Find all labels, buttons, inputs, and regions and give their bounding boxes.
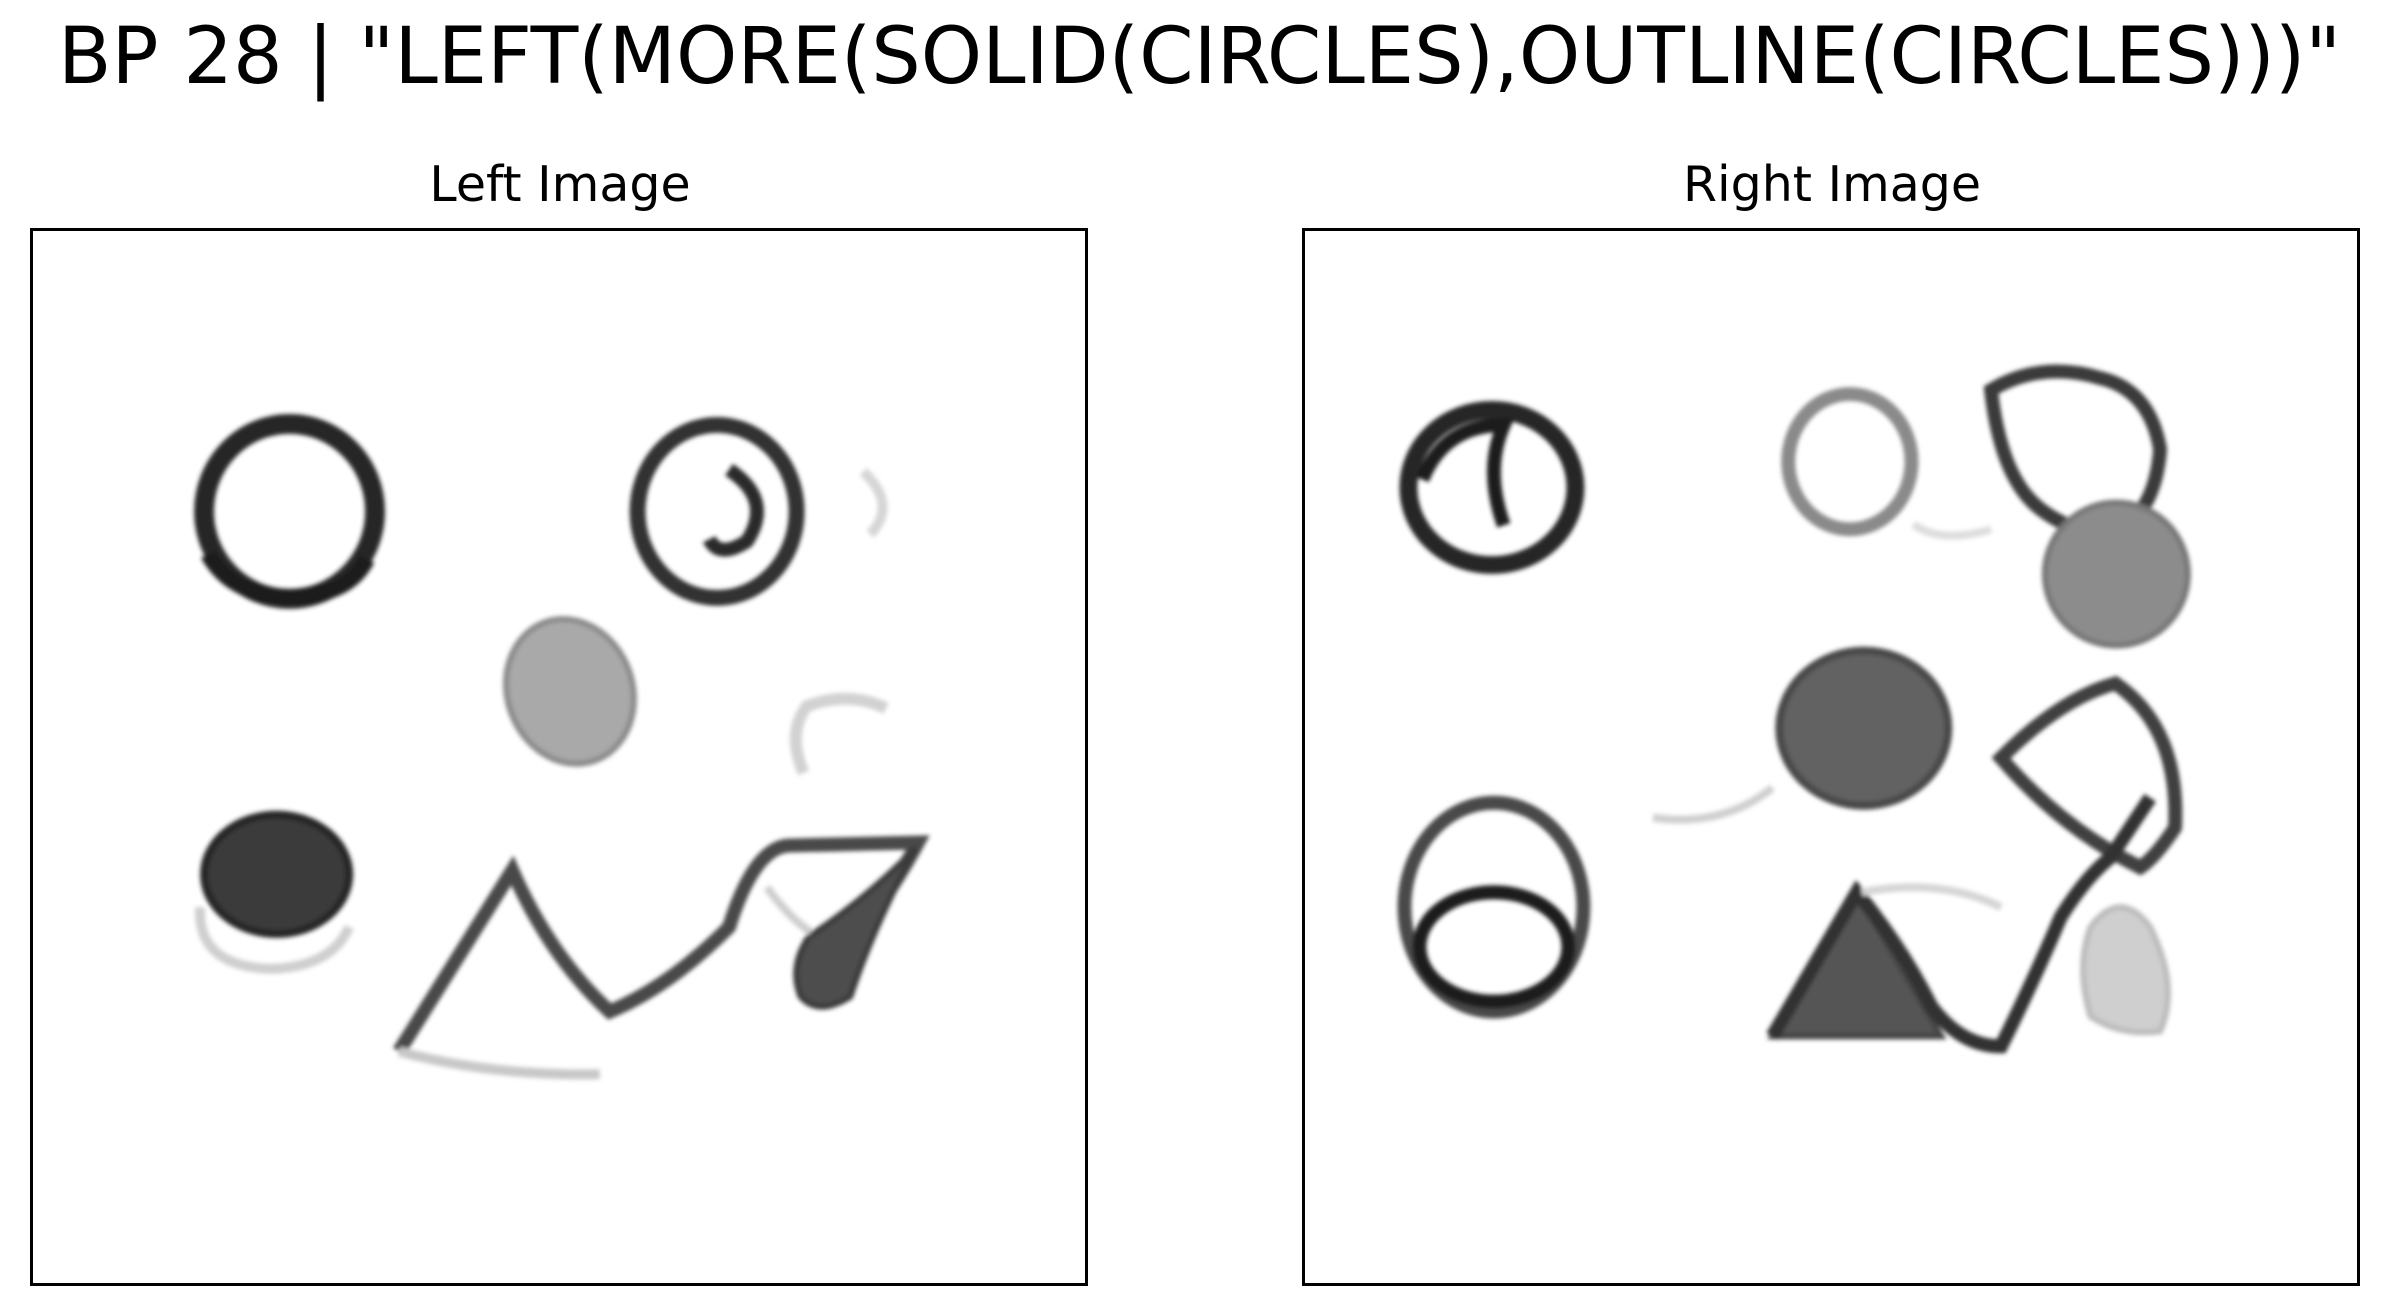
outline-circle-shape (201, 550, 375, 605)
solid-circle-shape (200, 810, 354, 938)
outline-circle-shape (1412, 885, 1576, 1009)
faint-arc-shape (195, 906, 354, 974)
faint-arc-shape (859, 468, 888, 538)
outline-circle-shape (1781, 387, 1919, 537)
faint-arc-shape (763, 884, 813, 936)
outline-circle-shape (629, 416, 805, 606)
right-image-drawing (1397, 364, 2191, 1054)
figure-title: BP 28 | "LEFT(MORE(SOLID(CIRCLES),OUTLIN… (58, 12, 2342, 102)
outline-triangle-shape (1991, 675, 2183, 876)
solid-drop-shape (793, 845, 919, 1010)
solid-drop-shape (2080, 904, 2171, 1036)
faint-arc-shape (1861, 883, 2003, 911)
solid-circle-shape (502, 616, 637, 767)
outline-circle-shape (1399, 401, 1585, 575)
outline-circle-shape (1397, 795, 1591, 1019)
solid-circle-shape (1775, 646, 1953, 810)
left-image-panel (30, 228, 1088, 1286)
left-image-drawing (194, 413, 930, 1080)
left-panel-title: Left Image (429, 156, 691, 213)
faint-arc-shape (1652, 784, 1775, 824)
outline-circle-shape (1415, 417, 1515, 528)
solid-circle-shape (2041, 499, 2191, 649)
faint-arc-shape (1911, 520, 1993, 540)
outline-circle-shape (1983, 364, 2168, 539)
outline-circle-shape (702, 463, 764, 557)
right-image-panel (1302, 228, 2360, 1286)
wave-line-shape (1766, 793, 2156, 1054)
faint-arc-shape (789, 692, 889, 776)
right-panel-title: Right Image (1682, 156, 1982, 213)
zigzag-line-shape (397, 1046, 600, 1080)
